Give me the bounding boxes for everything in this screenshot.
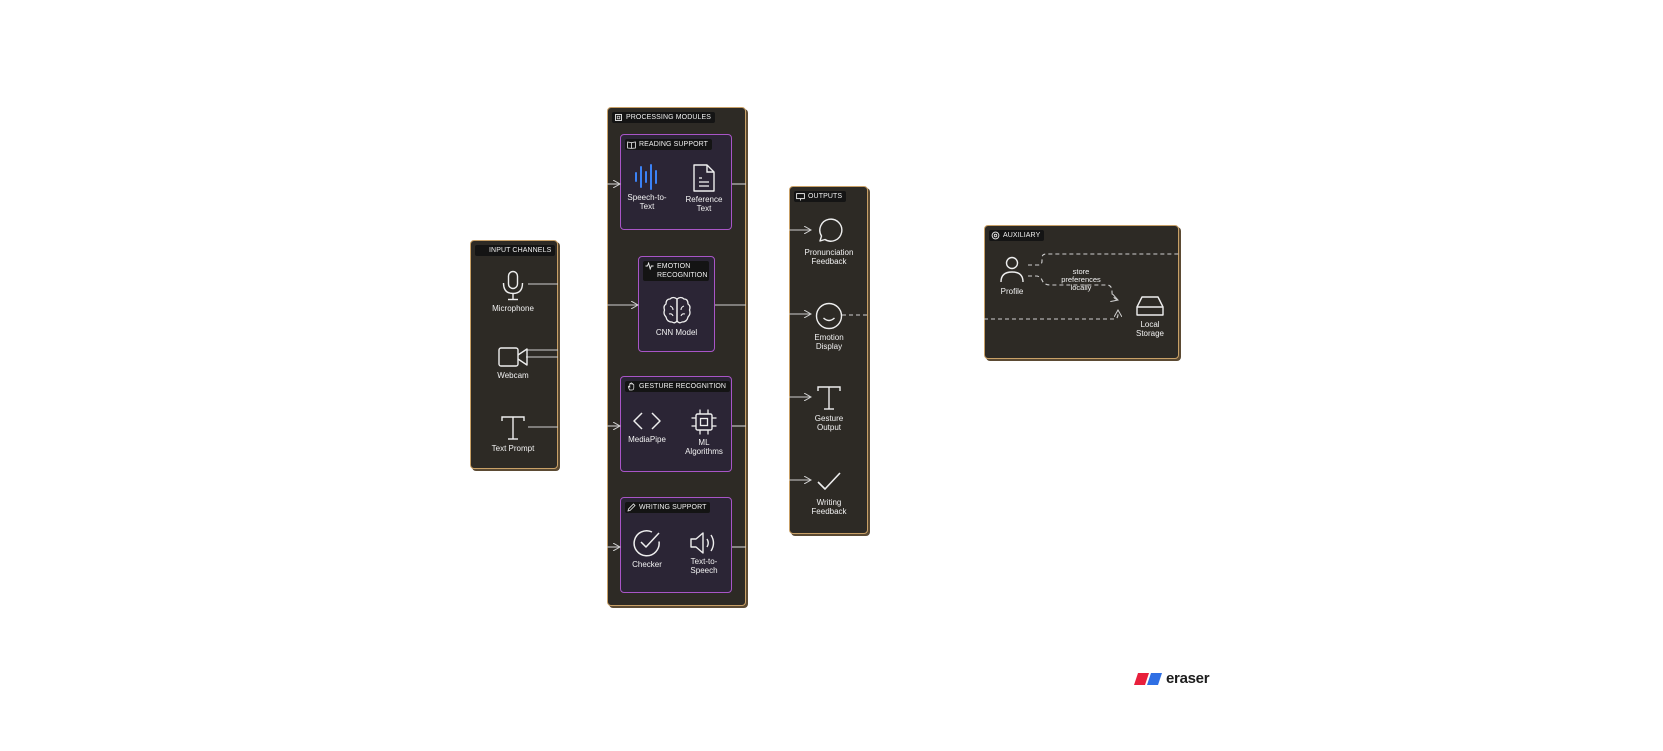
writing-support-title: WRITING SUPPORT xyxy=(639,504,707,511)
text-prompt-node[interactable]: Text Prompt xyxy=(483,414,543,453)
text-to-speech-node[interactable]: Text-to- Speech xyxy=(679,531,729,575)
audio-waveform-icon xyxy=(635,164,657,190)
document-icon xyxy=(693,164,715,192)
gesture-output-node[interactable]: Gesture Output xyxy=(797,384,861,432)
microphone-label: Microphone xyxy=(492,304,534,313)
outputs-title: OUTPUTS xyxy=(808,193,843,200)
cnn-model-label: CNN Model xyxy=(655,328,698,337)
mediapipe-label: MediaPipe xyxy=(628,435,666,444)
cpu-icon xyxy=(615,114,622,121)
gesture-recognition-title: GESTURE RECOGNITION xyxy=(639,383,727,390)
input-channels-tag: INPUT CHANNELS xyxy=(475,245,556,256)
checkmark-icon xyxy=(817,472,841,490)
local-storage-label: Local Storage xyxy=(1135,320,1165,338)
mediapipe-node[interactable]: MediaPipe xyxy=(622,409,672,444)
outputs-group: OUTPUTS xyxy=(789,186,868,534)
webcam-node[interactable]: Webcam xyxy=(483,345,543,380)
pencil-icon xyxy=(627,503,636,512)
gesture-recognition-subgroup: GESTURE RECOGNITION xyxy=(620,376,732,472)
speech-to-text-label: Speech-to- Text xyxy=(627,193,667,211)
gesture-output-label: Gesture Output xyxy=(814,414,844,432)
input-channels-group: INPUT CHANNELS xyxy=(470,240,558,469)
book-icon xyxy=(627,141,636,149)
reference-text-label: Reference Text xyxy=(685,195,723,213)
smile-icon xyxy=(815,302,843,330)
processing-modules-tag: PROCESSING MODULES xyxy=(612,112,716,123)
user-icon xyxy=(1000,256,1024,283)
input-channels-title: INPUT CHANNELS xyxy=(489,247,552,254)
auxiliary-title: AUXILIARY xyxy=(1003,232,1041,239)
pronunciation-feedback-node[interactable]: Pronunciation Feedback xyxy=(797,218,861,266)
check-circle-icon xyxy=(633,530,660,557)
brain-icon xyxy=(662,296,691,324)
reading-support-tag: READING SUPPORT xyxy=(625,139,713,150)
outputs-tag: OUTPUTS xyxy=(794,191,847,202)
emotion-recognition-title: EMOTION RECOGNITION xyxy=(657,263,708,279)
reference-text-node[interactable]: Reference Text xyxy=(679,163,729,213)
auxiliary-tag: AUXILIARY xyxy=(989,230,1045,241)
activity-icon xyxy=(645,262,654,270)
text-to-speech-label: Text-to- Speech xyxy=(690,557,718,575)
cpu-chip-icon xyxy=(691,409,717,435)
cnn-model-node[interactable]: CNN Model xyxy=(644,294,709,337)
code-icon xyxy=(633,412,661,430)
speech-bubble-icon xyxy=(819,218,843,242)
ml-algorithms-label: ML Algorithms xyxy=(685,438,723,456)
emotion-recognition-tag: EMOTION RECOGNITION xyxy=(643,261,709,281)
text-prompt-label: Text Prompt xyxy=(491,444,535,453)
writing-feedback-label: Writing Feedback xyxy=(811,498,847,516)
processing-modules-title: PROCESSING MODULES xyxy=(626,114,712,121)
profile-node[interactable]: Profile xyxy=(992,255,1032,296)
pronunciation-feedback-label: Pronunciation Feedback xyxy=(804,248,854,266)
speech-to-text-node[interactable]: Speech-to- Text xyxy=(622,163,672,211)
checker-label: Checker xyxy=(632,560,662,569)
hard-drive-icon xyxy=(1136,296,1164,316)
local-storage-node[interactable]: Local Storage xyxy=(1123,294,1177,338)
microphone-node[interactable]: Microphone xyxy=(483,270,543,313)
monitor-icon xyxy=(796,192,805,200)
profile-label: Profile xyxy=(1000,287,1024,296)
ml-algorithms-node[interactable]: ML Algorithms xyxy=(679,408,729,456)
input-icon xyxy=(477,246,486,255)
eraser-logo-text: eraser xyxy=(1166,670,1210,687)
text-icon xyxy=(817,386,841,410)
emotion-display-label: Emotion Display xyxy=(814,333,844,351)
gear-icon xyxy=(991,231,1000,240)
writing-support-tag: WRITING SUPPORT xyxy=(625,502,711,513)
checker-node[interactable]: Checker xyxy=(622,528,672,569)
store-preferences-edge-label: store preferences locally xyxy=(1061,267,1101,292)
reading-support-title: READING SUPPORT xyxy=(639,141,709,148)
microphone-icon xyxy=(502,270,524,301)
webcam-label: Webcam xyxy=(497,371,529,380)
video-camera-icon xyxy=(498,347,528,367)
eraser-logo[interactable]: eraser xyxy=(1134,670,1210,687)
eraser-logo-icon xyxy=(1134,672,1162,685)
emotion-display-node[interactable]: Emotion Display xyxy=(797,301,861,351)
writing-feedback-node[interactable]: Writing Feedback xyxy=(797,468,861,516)
text-icon xyxy=(501,416,525,440)
speaker-icon xyxy=(690,532,715,554)
hand-icon xyxy=(627,382,635,391)
gesture-recognition-tag: GESTURE RECOGNITION xyxy=(625,381,731,392)
